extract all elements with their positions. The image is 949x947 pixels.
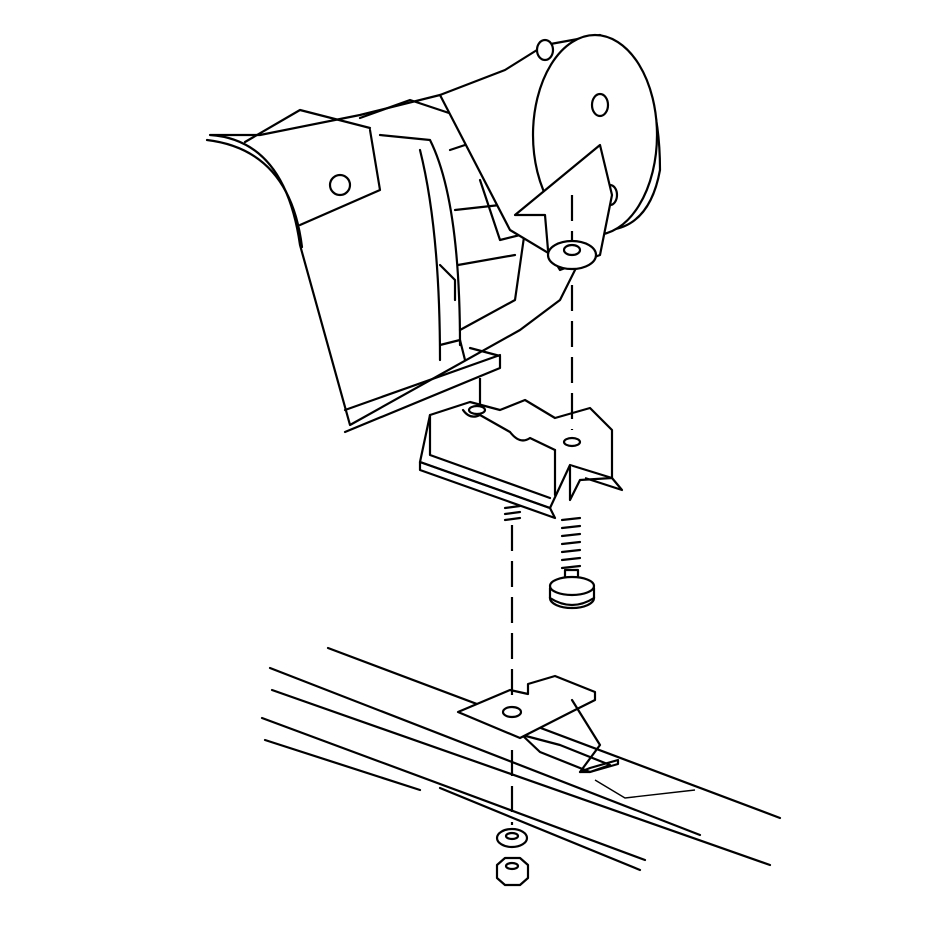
mount-bolt [548,516,596,610]
mount-plate [456,674,620,774]
frame-rail [260,646,782,872]
bolt-head [328,173,352,197]
washer [495,827,529,849]
mount-insulator [418,398,624,520]
stud [503,504,522,522]
transmission-mount-ear [513,143,614,272]
nut [495,856,530,887]
bolt-hole [501,705,523,719]
